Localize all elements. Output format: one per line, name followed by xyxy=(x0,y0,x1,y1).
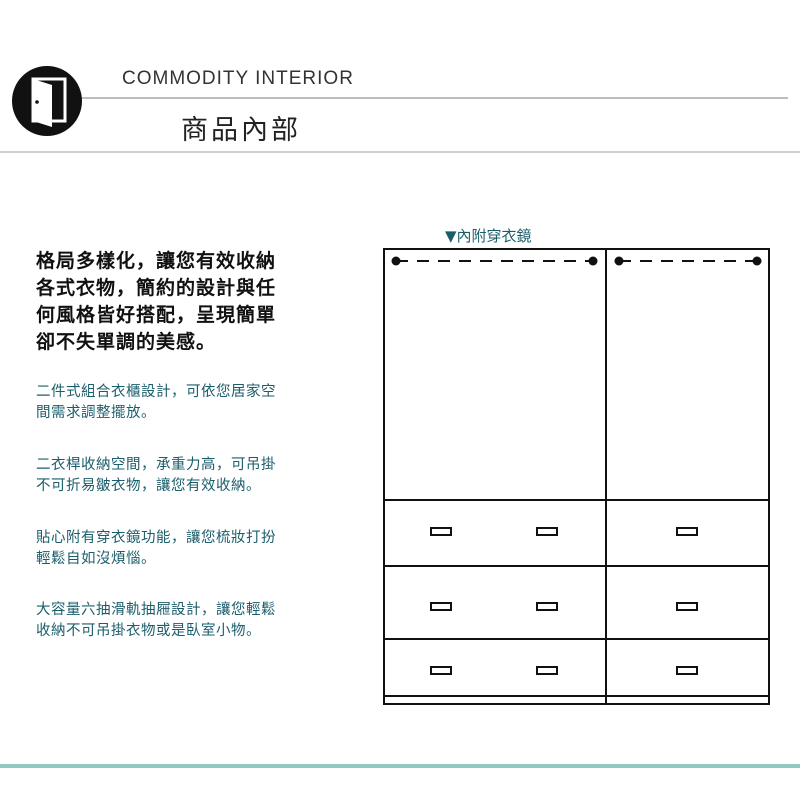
drawer-handle-icon xyxy=(536,527,558,536)
drawer-handle-icon xyxy=(676,666,698,675)
drawer-handle-icon xyxy=(536,666,558,675)
feature-hanging-rods: 二衣桿收納空間，承重力高，可吊掛 不可折易皺衣物，讓您有效收納。 xyxy=(36,455,356,497)
feature-line: 大容量六抽滑軌抽屜設計，讓您輕鬆 xyxy=(36,602,276,618)
footer-accent-bar xyxy=(0,764,800,768)
header-divider-bottom xyxy=(0,151,800,153)
drawer-handle-icon xyxy=(676,527,698,536)
feature-two-piece: 二件式組合衣櫃設計，可依您居家空 間需求調整擺放。 xyxy=(36,382,356,424)
lead-line: 卻不失單調的美感。 xyxy=(36,331,217,353)
header-divider-top xyxy=(82,97,788,99)
wardrobe-frame xyxy=(383,248,770,705)
drawer-handle-icon xyxy=(676,602,698,611)
wardrobe-diagram xyxy=(383,248,770,705)
drawer-handle-icon xyxy=(430,602,452,611)
rod-end xyxy=(588,256,598,266)
drawer-handle-icon xyxy=(430,527,452,536)
lead-line: 各式衣物，簡約的設計與任 xyxy=(36,277,277,299)
feature-drawers: 大容量六抽滑軌抽屜設計，讓您輕鬆 收納不可吊掛衣物或是臥室小物。 xyxy=(36,600,356,642)
rod-end xyxy=(614,256,624,266)
header-title-en: COMMODITY INTERIOR xyxy=(122,68,354,89)
feature-line: 間需求調整擺放。 xyxy=(36,405,156,421)
feature-line: 收納不可吊掛衣物或是臥室小物。 xyxy=(36,623,261,639)
lead-paragraph: 格局多樣化，讓您有效收納 各式衣物，簡約的設計與任 何風格皆好搭配，呈現簡單 卻… xyxy=(36,248,356,356)
lead-line: 何風格皆好搭配，呈現簡單 xyxy=(36,304,277,326)
feature-line: 輕鬆自如沒煩惱。 xyxy=(36,551,156,567)
feature-line: 二衣桿收納空間，承重力高，可吊掛 xyxy=(36,457,276,473)
feature-line: 二件式組合衣櫃設計，可依您居家空 xyxy=(36,384,276,400)
header-title-zh: 商品內部 xyxy=(181,115,301,146)
lead-line: 格局多樣化，讓您有效收納 xyxy=(36,250,277,272)
door-icon xyxy=(31,77,67,127)
feature-mirror: 貼心附有穿衣鏡功能，讓您梳妝打扮 輕鬆自如沒煩惱。 xyxy=(36,528,356,570)
feature-line: 不可折易皺衣物，讓您有效收納。 xyxy=(36,478,261,494)
feature-line: 貼心附有穿衣鏡功能，讓您梳妝打扮 xyxy=(36,530,276,546)
drawer-handle-icon xyxy=(430,666,452,675)
door-logo xyxy=(12,66,82,136)
drawer-handle-icon xyxy=(536,602,558,611)
rod-end xyxy=(752,256,762,266)
rod-end xyxy=(391,256,401,266)
mirror-label: ▼內附穿衣鏡 xyxy=(445,227,532,245)
